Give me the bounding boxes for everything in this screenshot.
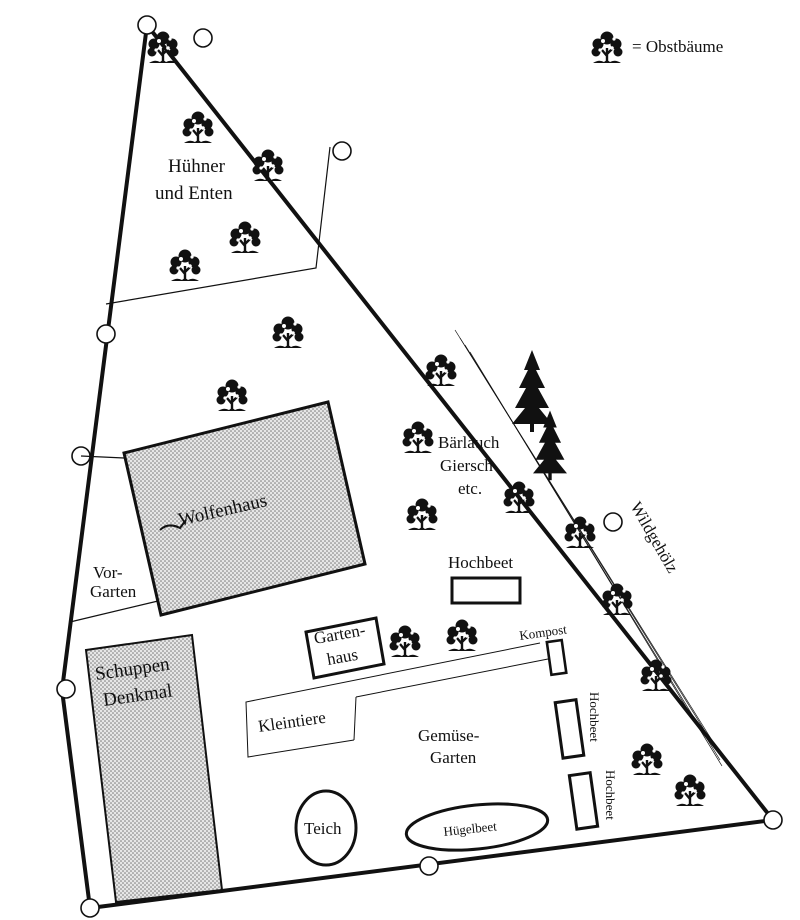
- huehner-label: Hühner: [168, 156, 226, 177]
- fruit-tree-icon: [251, 148, 285, 183]
- wolf-sketch-icon: [159, 519, 187, 531]
- fruit-tree-icon: [228, 220, 262, 255]
- kleintiere-enclosure: [245, 642, 549, 758]
- fruit-tree-icon: [424, 353, 458, 388]
- fruit-tree-icon: [445, 618, 479, 653]
- fruit-tree-icon: [168, 248, 202, 283]
- vorgarten-label-2: Garten: [90, 582, 137, 601]
- baerlauch-label-2: Giersch: [440, 456, 493, 475]
- wildgehoelz-label: Wildgehölz: [627, 499, 683, 577]
- fruit-tree-icon: [630, 742, 664, 777]
- hochbeet-right-bed-1: [553, 698, 586, 760]
- huehner-label-2: und Enten: [155, 183, 233, 204]
- fruit-trees: [146, 30, 707, 808]
- baerlauch-label: Bärlauch: [438, 433, 500, 452]
- fruit-tree-icon: [181, 110, 215, 145]
- conifer-trees: [512, 350, 567, 481]
- baerlauch-label-3: etc.: [458, 479, 482, 498]
- teich-pond: [294, 789, 358, 867]
- legend: = Obstbäume: [590, 30, 723, 65]
- fruit-tree-icon: [215, 378, 249, 413]
- gartenhaus-building: [304, 616, 386, 680]
- huegelbeet-bed: [404, 802, 550, 852]
- gemuese-label: Gemüse-: [418, 726, 480, 745]
- wild-shrub-strip: [454, 329, 723, 767]
- huegelbeet-label: Hügelbeet: [443, 818, 498, 839]
- schuppen-denkmal-building: [84, 633, 224, 904]
- hochbeet-top-bed: [450, 576, 522, 605]
- gemuese-label-2: Garten: [430, 748, 477, 767]
- kompost-bin: [545, 638, 568, 677]
- fruit-tree-icon: [271, 315, 305, 350]
- wolfenhaus-building: [122, 400, 367, 617]
- fruit-tree-icon: [401, 420, 435, 455]
- kleintiere-label: Kleintiere: [257, 708, 327, 736]
- hochbeet-top-label: Hochbeet: [448, 553, 513, 572]
- fruit-tree-icon: [388, 624, 422, 659]
- hochbeet-right-bed-2: [567, 771, 600, 831]
- chicken-enclosure-fence: [105, 146, 331, 305]
- kompost-label: Kompost: [518, 621, 568, 643]
- hochbeet-right-label-1: Hochbeet: [587, 692, 602, 742]
- fruit-tree-icon: [590, 30, 624, 65]
- legend-label: = Obstbäume: [632, 37, 723, 56]
- boundary-posts: [56, 15, 783, 918]
- vorgarten-border: [69, 455, 159, 623]
- vorgarten-label: Vor-: [93, 563, 123, 582]
- hochbeet-right-label-2: Hochbeet: [603, 770, 618, 820]
- fruit-tree-icon: [405, 497, 439, 532]
- fruit-tree-icon: [673, 773, 707, 808]
- teich-label: Teich: [304, 819, 342, 838]
